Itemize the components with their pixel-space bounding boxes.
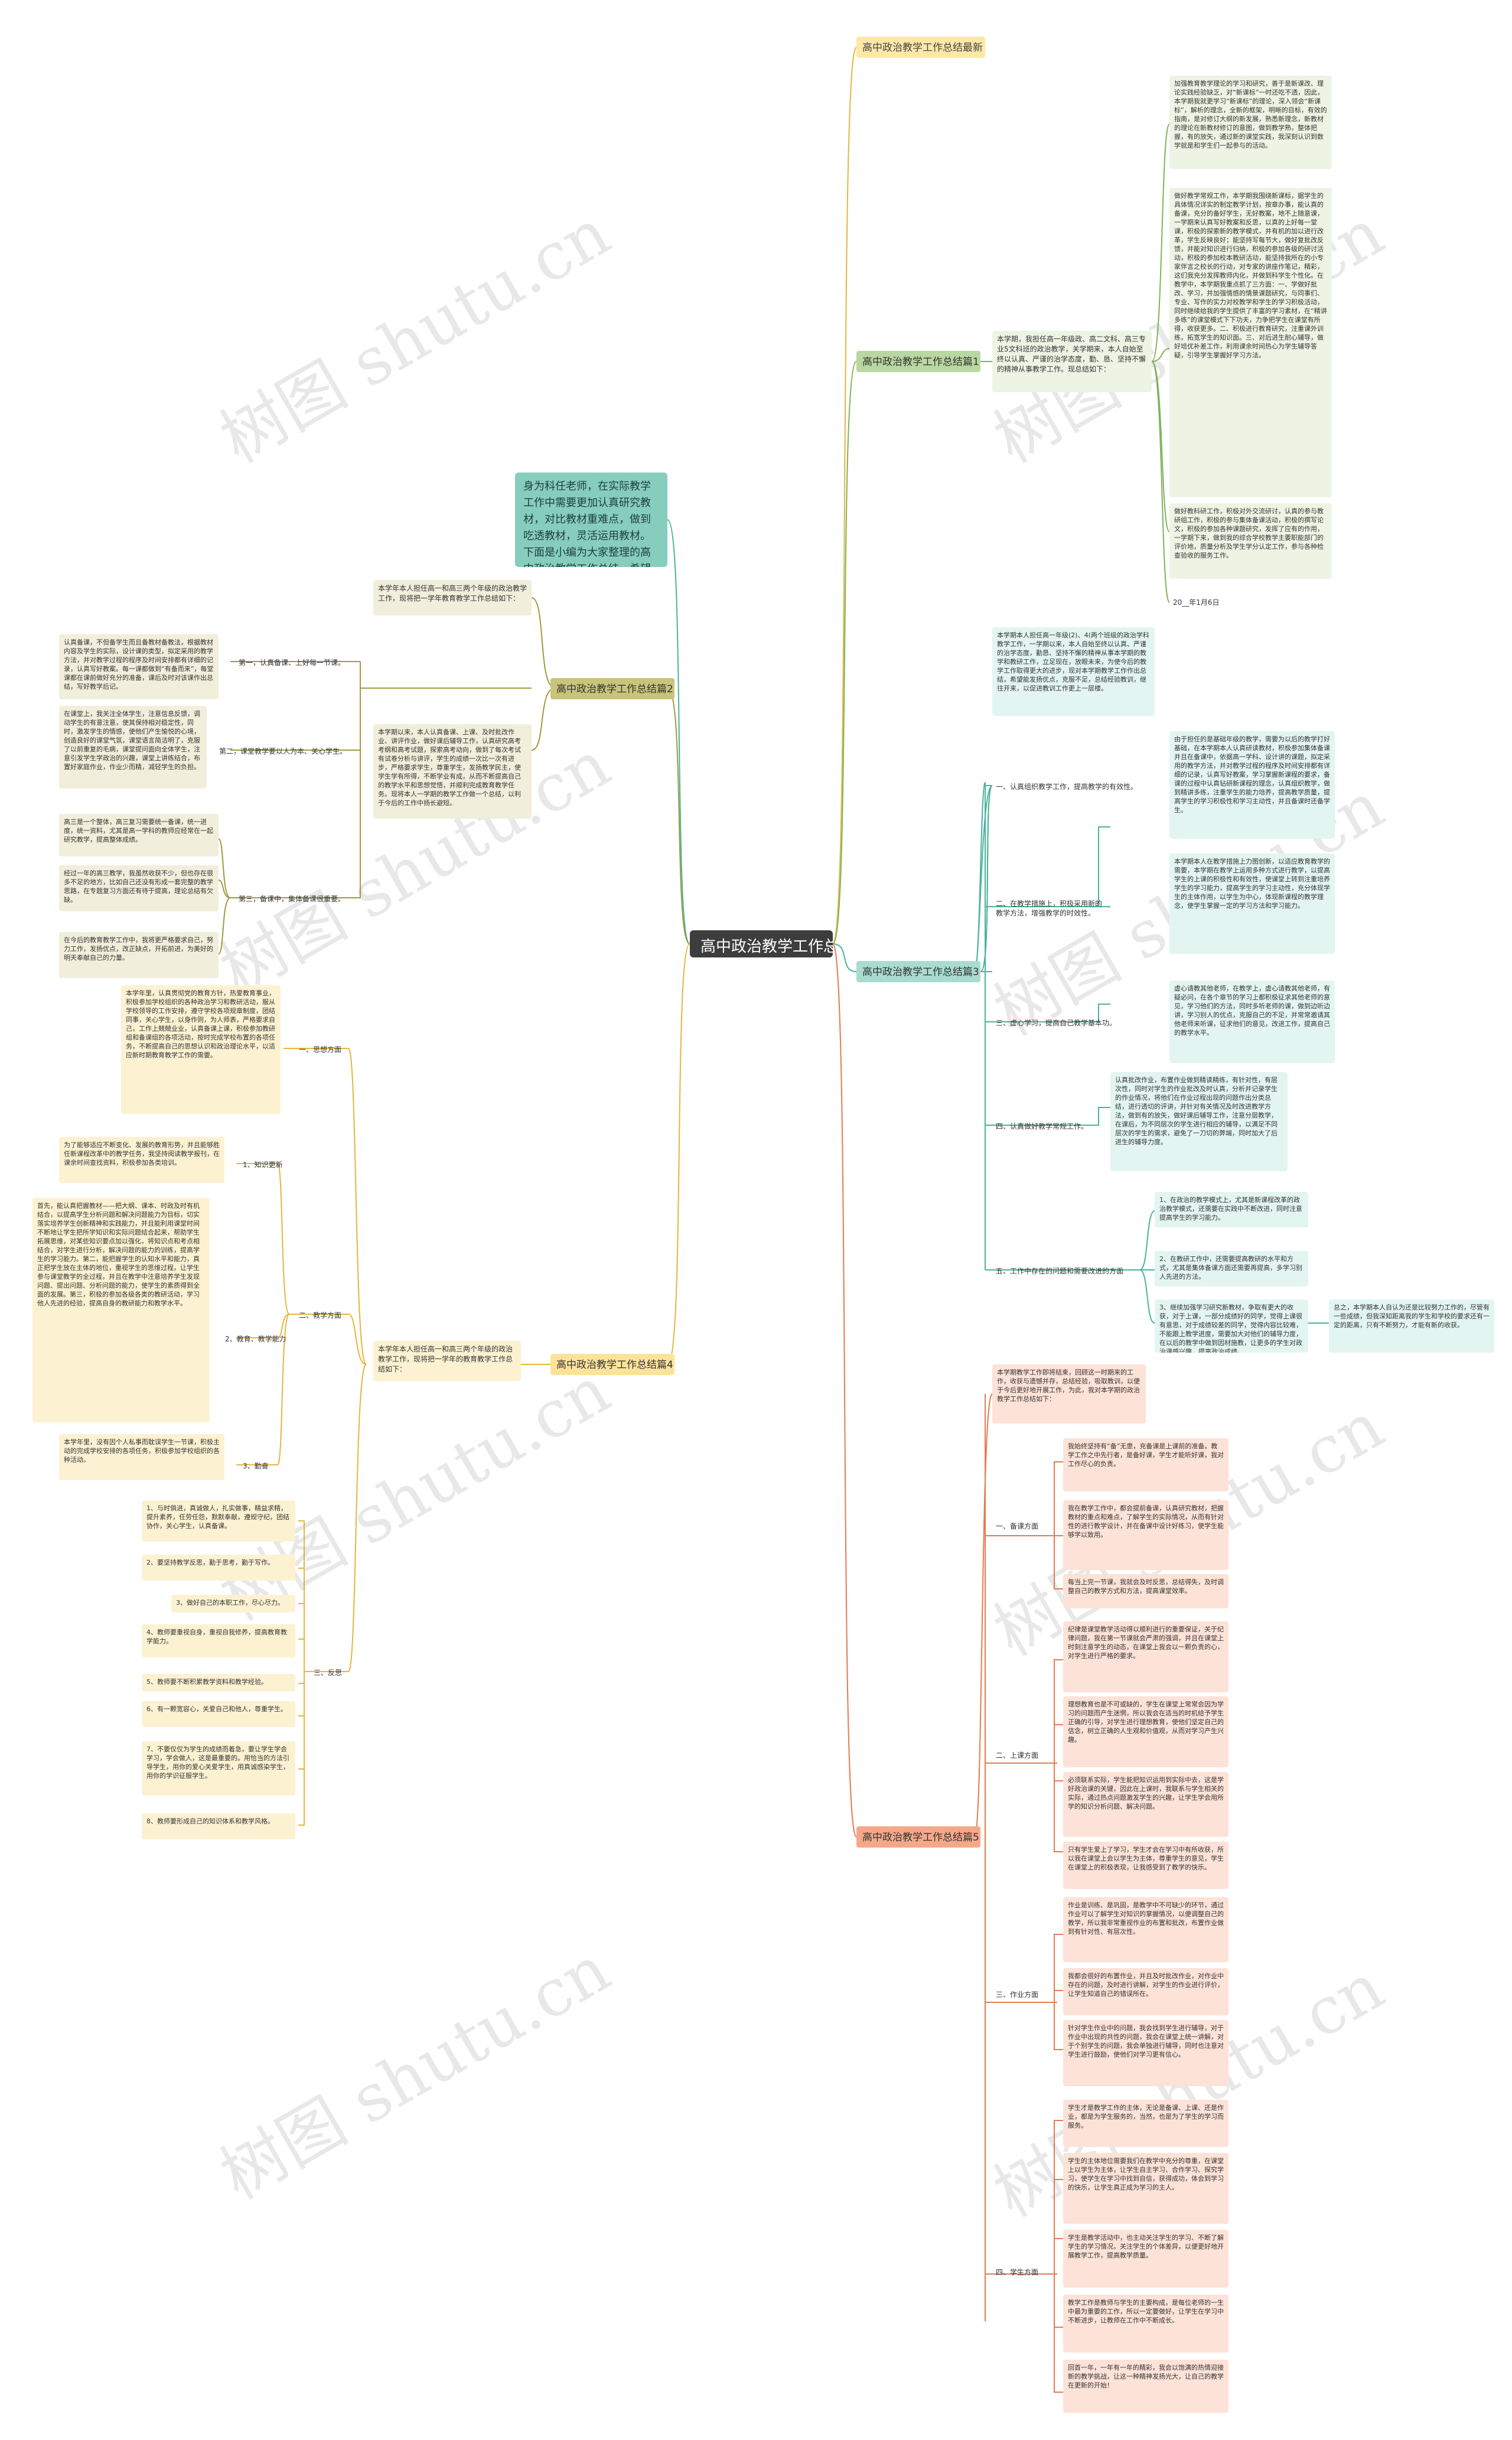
branch-2[interactable]: 高中政治教学工作总结篇2 bbox=[550, 678, 674, 699]
b1-date: 20__年1月6日 bbox=[1173, 598, 1220, 607]
b2-label-2[interactable]: 第二，课堂教学要以人为本、关心学生。 bbox=[219, 747, 347, 755]
b5-text-4e[interactable]: 回首一年，一年有一年的精彩，我会以饱满的热情迎接新的教学挑战，让这一种精神发扬光… bbox=[1063, 2360, 1228, 2413]
b5-intro[interactable]: 本学期教学工作即将结束，回顾这一时期来的工作，收获与遗憾并存，总结经验，吸取教训… bbox=[992, 1364, 1146, 1423]
b5-text-2b[interactable]: 理想教育也是不可或缺的，学生在课堂上常常会因为学习的问题而产生迷惘，所以我会在适… bbox=[1063, 1696, 1228, 1767]
b3-text-2[interactable]: 本学期本人在教学措施上力图创新，以适应教育教学的需要，本学期在教学上运用多种方式… bbox=[1169, 853, 1335, 954]
b3-label-4[interactable]: 四、认真做好教学常规工作。 bbox=[996, 1122, 1089, 1131]
b4-reflect-7[interactable]: 7、不要仅仅为学生的成绩而着急，要让学生学会学习，学会做人，这是最重要的。用恰当… bbox=[142, 1741, 295, 1796]
b2-text-3a[interactable]: 高三是一个整体，高三复习需要统一备课，统一进度，统一资料，尤其是高一学科的教师应… bbox=[59, 814, 219, 856]
b2-summary[interactable]: 本学期以来，本人认真备课、上课、及时批改作业、讲评作业，做好课后辅导工作，认真研… bbox=[373, 724, 532, 819]
b4-intro[interactable]: 本学年本人担任高一和高三两个年级的政治教学工作，现将把一学年的教育教学工作总结如… bbox=[373, 1341, 521, 1381]
b5-text-1a[interactable]: 我始终坚持有“备”无患，充备课是上课前的准备。教学工作之中先行者，是备好课，学生… bbox=[1063, 1438, 1228, 1491]
b3-text-5d[interactable]: 总之，本学期本人自认为还是比较努力工作的，尽管有一些成绩，但我深知距离我的学生和… bbox=[1329, 1299, 1494, 1353]
b3-label-2[interactable]: 二、在教学措施上，积极采用新的教学方法，增强教学的时效性。 bbox=[996, 900, 1103, 917]
b1-intro[interactable]: 本学期，我担任高一年级政、高二文科、高三专业5文科班的政治教学，关学期来，本人自… bbox=[992, 331, 1152, 392]
b2-text-1[interactable]: 认真备课，不但备学生而且备教材备教法，根据教材内容及学生的实际，设计课的类型，拟… bbox=[59, 634, 219, 699]
branch-4[interactable]: 高中政治教学工作总结篇4 bbox=[550, 1354, 674, 1375]
b2-text-3c[interactable]: 在今后的教育教学工作中，我将更严格要求自己，努力工作，发扬优点，改正缺点，开拓前… bbox=[59, 932, 219, 978]
b5-text-2c[interactable]: 必须联系实际，学生能把知识运用到实际中去，这是学好政治课的关键，因此在上课时，我… bbox=[1063, 1772, 1228, 1837]
b4-label-1[interactable]: 一、思想方面 bbox=[299, 1045, 342, 1054]
b4-reflect-4[interactable]: 4、教师要重视自身，重视自我修养，提高教育教学能力。 bbox=[142, 1624, 295, 1657]
b5-text-3a[interactable]: 作业是训练、是巩固，是教学中不可缺少的环节，通过作业可以了解学生对知识的掌握情况… bbox=[1063, 1897, 1228, 1962]
b5-label-4[interactable]: 四、学生方面 bbox=[996, 2268, 1039, 2276]
b4-reflect-5[interactable]: 5、教师要不断积累教学资料和教学经验。 bbox=[142, 1674, 295, 1692]
b5-label-2[interactable]: 二、上课方面 bbox=[996, 1751, 1039, 1760]
branch-5[interactable]: 高中政治教学工作总结篇5 bbox=[856, 1826, 980, 1848]
b5-text-4c[interactable]: 学生是教学活动中，也主动关注学生的学习、不断了解学生的学习情况，关注学生的个体差… bbox=[1063, 2230, 1228, 2288]
b4-text-2-3[interactable]: 本学年里，没有因个人私事而耽误学生一节课，积极主动的完成学校安排的各项任务，积极… bbox=[59, 1434, 224, 1480]
b5-label-3[interactable]: 三、作业方面 bbox=[996, 1991, 1039, 1999]
b5-text-3c[interactable]: 针对学生作业中的问题，我会找到学生进行辅导，对于作业中出现的共性的问题，我会在课… bbox=[1063, 2020, 1228, 2086]
b4-text-2-2[interactable]: 首先，能认真把握教材——把大纲、课本、时政及时有机结合，以提高学生分析问题和解决… bbox=[32, 1198, 210, 1422]
b2-text-2[interactable]: 在课堂上，我关注全体学生，注意信息反馈，调动学生的有意注意，使其保持相对稳定性，… bbox=[59, 706, 207, 789]
b3-text-5b[interactable]: 2、在教研工作中，还需要提高教研的水平和方式，尤其是集体备课方面还需要再提高，多… bbox=[1155, 1251, 1308, 1286]
b4-text-2-1[interactable]: 为了能够适应不断变化、发展的教育形势，并且能够胜任新课程改革中的教学任务，我坚持… bbox=[59, 1137, 224, 1183]
b5-text-4d[interactable]: 教学工作是教师与学生的主要构成，是每位老师的一生中最为重要的工作，所以一定要做好… bbox=[1063, 2295, 1228, 2353]
branch-3[interactable]: 高中政治教学工作总结篇3 bbox=[856, 961, 980, 982]
b5-text-3b[interactable]: 我都会很好的布置作业，并且及时批改作业，对作业中存在的问题，及时进行讲解，对学生… bbox=[1063, 1968, 1228, 2015]
b4-reflect-3[interactable]: 3、做好自己的本职工作，尽心尽力。 bbox=[171, 1595, 295, 1612]
b3-text-3[interactable]: 虚心请教其他老师，在教学上，虚心请教其他老师，有疑必问，在各个章节的学习上都积极… bbox=[1169, 980, 1335, 1063]
b5-text-2d[interactable]: 只有学生爱上了学习，学生才会在学习中有所收获，所以我在课堂上会以学生为主体，尊重… bbox=[1063, 1842, 1228, 1889]
root-topic[interactable]: 高中政治教学工作总结 bbox=[690, 930, 833, 957]
b4-label-2-2[interactable]: 2、教育、教学能力 bbox=[225, 1335, 286, 1343]
b4-label-2[interactable]: 二、教学方面 bbox=[299, 1311, 342, 1320]
b3-text-4[interactable]: 认真批改作业，布置作业做到精读精练，有针对性，有层次性，同时对学生的作业批改及时… bbox=[1110, 1072, 1288, 1171]
b3-text-1[interactable]: 由于担任的是基础年级的教学，需要为以后的教学打好基础，在本学期本人认真研读教材，… bbox=[1169, 731, 1335, 839]
b4-text-1[interactable]: 本学年里，认真贯彻党的教育方针，热爱教育事业，积极参加学校组织的各种政治学习和教… bbox=[121, 985, 281, 1114]
b4-label-3[interactable]: 三、反思 bbox=[314, 1669, 343, 1677]
branch-1[interactable]: 高中政治教学工作总结篇1 bbox=[856, 351, 980, 372]
branch-latest[interactable]: 高中政治教学工作总结最新 bbox=[856, 37, 985, 58]
b3-label-3[interactable]: 三、虚心学习，提高自己教学基本功。 bbox=[996, 1019, 1117, 1027]
b2-label-1[interactable]: 第一，认真备课、上好每一节课。 bbox=[239, 659, 346, 667]
b5-text-4a[interactable]: 学生才是教学工作的主体，无论是备课、上课、还是作业，都是为学生服务的，当然，也是… bbox=[1063, 2100, 1228, 2147]
b3-intro[interactable]: 本学期本人担任高一年级(2)、4(两个班级的政治学科教学工作，一学期以来，本人自… bbox=[992, 627, 1155, 716]
b2-label-3[interactable]: 第三，备课中，集体备课很重要。 bbox=[239, 895, 346, 903]
b3-label-1[interactable]: 一、认真组织教学工作，提高教学的有效性。 bbox=[996, 783, 1138, 791]
b3-text-5a[interactable]: 1、在政治的教学模式上，尤其是新课程改革的政治教学模式，还需要在实践中不断改进，… bbox=[1155, 1192, 1308, 1227]
b5-label-1[interactable]: 一、备课方面 bbox=[996, 1522, 1039, 1530]
b1-item-2[interactable]: 做好教学常规工作，本学期我围绕新课标，据学生的具体情况详实的制定教学计划，按章办… bbox=[1169, 188, 1332, 497]
b4-reflect-6[interactable]: 6、有一颗宽容心，关爱自己和他人，尊重学生。 bbox=[142, 1701, 295, 1727]
b5-text-1c[interactable]: 每当上完一节课，我就会及时反思，总结得失，及时调整自己的教学方式和方法，提高课堂… bbox=[1063, 1574, 1228, 1608]
b1-item-3[interactable]: 做好教科研工作，积极对外交流研讨，认真的参与教研组工作，积极的参与集体备课活动，… bbox=[1169, 503, 1332, 579]
b3-label-5[interactable]: 五、工作中存在的问题和需要改进的方面 bbox=[996, 1267, 1124, 1275]
b5-text-1b[interactable]: 我在教学工作中，都会提前备课，认真研究教材，把握教材的重点和难点，了解学生的实际… bbox=[1063, 1500, 1228, 1570]
b4-reflect-8[interactable]: 8、教师要形成自己的知识体系和教学风格。 bbox=[142, 1813, 295, 1839]
b4-label-2-1[interactable]: 1、知识更新 bbox=[243, 1161, 283, 1169]
b1-item-1[interactable]: 加强教育教学理论的学习和研究，善于是新课改、理论实践经验缺乏，对“新课标”一时还… bbox=[1169, 76, 1332, 169]
b4-label-2-3[interactable]: 3、勤奋 bbox=[243, 1462, 269, 1470]
b3-text-5c[interactable]: 3、继续加强学习研究新教材，争取有更大的收获，对于上课，一部分成绩好的同学，觉得… bbox=[1155, 1299, 1308, 1353]
b2-intro[interactable]: 本学年本人担任高一和高三两个年级的政治教学工作，现将把一学年教育教学工作总结如下… bbox=[373, 580, 532, 615]
b5-text-2a[interactable]: 纪律是课堂教学活动得以顺利进行的重要保证，关于纪律问题，我在第一节课就会严肃的强… bbox=[1063, 1621, 1228, 1692]
b4-reflect-1[interactable]: 1、与时俱进，真诚做人，扎实做事，精益求精，提升素养，任劳任怨，默默奉献，遵规守… bbox=[142, 1500, 295, 1542]
b2-text-3b[interactable]: 经过一年的高三教学，我虽然收获不少，但也存在很多不足的地方，比如自己还没有形成一… bbox=[59, 865, 219, 911]
b4-reflect-2[interactable]: 2、要坚持教学反思，勤于思考，勤于写作。 bbox=[142, 1555, 295, 1581]
intro-note[interactable]: 身为科任老师，在实际教学工作中需要更加认真研究教材，对比教材重难点，做到吃透教材… bbox=[515, 473, 667, 567]
b5-text-4b[interactable]: 学生的主体地位需要我们在教学中充分的尊重，在课堂上以学生为主体，让学生自主学习、… bbox=[1063, 2153, 1228, 2224]
